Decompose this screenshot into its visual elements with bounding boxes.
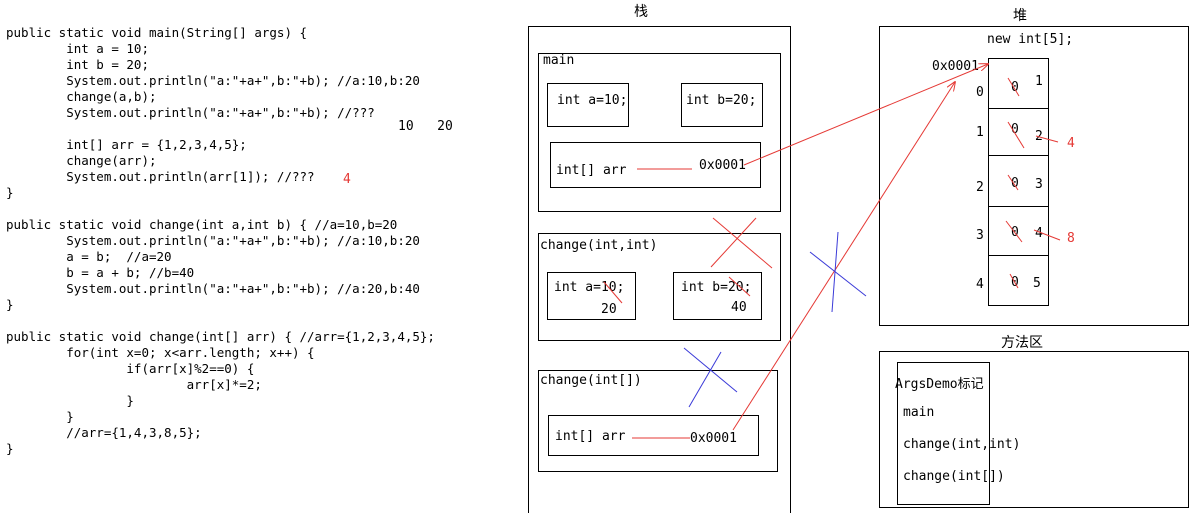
code-line: a = b; //a=20 (6, 249, 172, 264)
main-var-a: int a=10; (557, 93, 628, 108)
code-line: arr[x]*=2; (6, 377, 262, 392)
array-index: 0 (976, 85, 984, 100)
change-arr-frame-label: change(int[]) (540, 373, 642, 388)
strike-mark (1007, 121, 1025, 149)
strike-mark (1009, 273, 1019, 289)
code-line: } (6, 393, 134, 408)
code-line: System.out.println("a:"+a+",b:"+b); //a:… (6, 233, 420, 248)
change-var-a-new: 20 (601, 302, 617, 317)
main-frame (538, 53, 781, 212)
answer-arr: 4 (343, 172, 351, 187)
array-initial: 0 (1011, 122, 1019, 137)
array-initial: 0 (1011, 176, 1019, 191)
stack-title: 栈 (634, 4, 648, 20)
change-var-b-box (673, 272, 762, 320)
change-var-arr: int[] arr (555, 429, 626, 444)
code-line: change(arr); (6, 153, 157, 168)
main-var-arr: int[] arr (556, 163, 627, 178)
array-initial: 0 (1011, 80, 1019, 95)
array-value: 3 (1035, 177, 1043, 192)
strike-mark (1033, 229, 1061, 241)
cross-mark (831, 231, 839, 313)
cross-mark (710, 217, 757, 268)
main-var-b: int b=20; (686, 93, 757, 108)
cross-mark (688, 351, 722, 408)
change-var-b-new: 40 (731, 300, 747, 315)
heap-address: 0x0001 (932, 59, 979, 74)
array-value: 4 (1035, 226, 1043, 241)
change-int-frame (538, 233, 781, 341)
code-line: int[] arr = {1,2,3,4,5}; (6, 137, 247, 152)
code-line: System.out.println("a:"+a+",b:"+b); //a:… (6, 73, 420, 88)
code-line: System.out.println(arr[1]); //??? (6, 169, 315, 184)
method-area-title: 方法区 (1001, 335, 1043, 351)
heap-title: 堆 (1013, 8, 1027, 24)
code-line: System.out.println("a:"+a+",b:"+b); //a:… (6, 281, 420, 296)
array-index: 4 (976, 277, 984, 292)
code-line: change(a,b); (6, 89, 157, 104)
array-doubled-value: 4 (1067, 136, 1075, 151)
change-var-b: int b=20; (681, 280, 752, 295)
strike-mark (1035, 135, 1059, 143)
code-line: if(arr[x]%2==0) { (6, 361, 255, 376)
code-line: int a = 10; (6, 41, 149, 56)
method-area (879, 351, 1189, 508)
array-value: 1 (1035, 74, 1043, 89)
strike-mark (1005, 220, 1023, 243)
method-main: main (903, 405, 935, 420)
array-index: 3 (976, 228, 984, 243)
array-value: 5 (1033, 276, 1041, 291)
code-line: } (6, 409, 74, 424)
change-arr-ref: 0x0001 (690, 431, 737, 446)
main-var-a-box (547, 83, 629, 127)
main-var-arr-box (550, 142, 761, 188)
change-arr-frame (538, 370, 778, 472)
main-ref-arrow (743, 64, 988, 166)
strike-mark (1007, 174, 1019, 191)
strike-mark (1007, 77, 1020, 97)
code-line: public static void change(int a,int b) {… (6, 217, 398, 232)
code-line: int b = 20; (6, 57, 149, 72)
array-index: 1 (976, 125, 984, 140)
stack-area (528, 26, 791, 513)
code-line: b = a + b; //b=40 (6, 265, 195, 280)
code-line: } (6, 185, 14, 200)
cross-mark (809, 251, 867, 297)
change-var-a: int a=10; (554, 280, 625, 295)
method-change-int: change(int,int) (903, 437, 1021, 452)
code-line: public static void change(int[] arr) { /… (6, 329, 435, 344)
code-line: } (6, 441, 14, 456)
change-ref-arrow (732, 82, 955, 431)
main-var-b-box (681, 83, 763, 127)
change-var-a-box (547, 272, 636, 320)
code-listing: public static void main(String[] args) {… (6, 25, 435, 457)
code-line: public static void main(String[] args) { (6, 25, 308, 40)
code-line: //arr={1,4,3,8,5}; (6, 425, 202, 440)
strike-mark (728, 276, 751, 297)
class-label: ArgsDemo标记 (895, 377, 984, 392)
heap-array-label: new int[5]; (987, 32, 1074, 47)
array-doubled-value: 8 (1067, 231, 1075, 246)
heap-area (879, 26, 1189, 326)
answer-ab: 10 20 (398, 119, 453, 134)
class-box (897, 362, 990, 505)
array-cell (988, 255, 1049, 306)
code-line: for(int x=0; x<arr.length; x++) { (6, 345, 315, 360)
strike-mark (603, 281, 623, 304)
code-line: System.out.println("a:"+a+",b:"+b); //??… (6, 105, 375, 120)
main-arr-ref: 0x0001 (699, 158, 746, 173)
change-int-frame-label: change(int,int) (540, 238, 658, 253)
main-frame-label: main (543, 53, 575, 68)
method-change-arr: change(int[]) (903, 469, 1005, 484)
code-line: } (6, 297, 14, 312)
cross-mark (712, 217, 773, 269)
array-index: 2 (976, 180, 984, 195)
change-var-arr-box (548, 415, 759, 456)
